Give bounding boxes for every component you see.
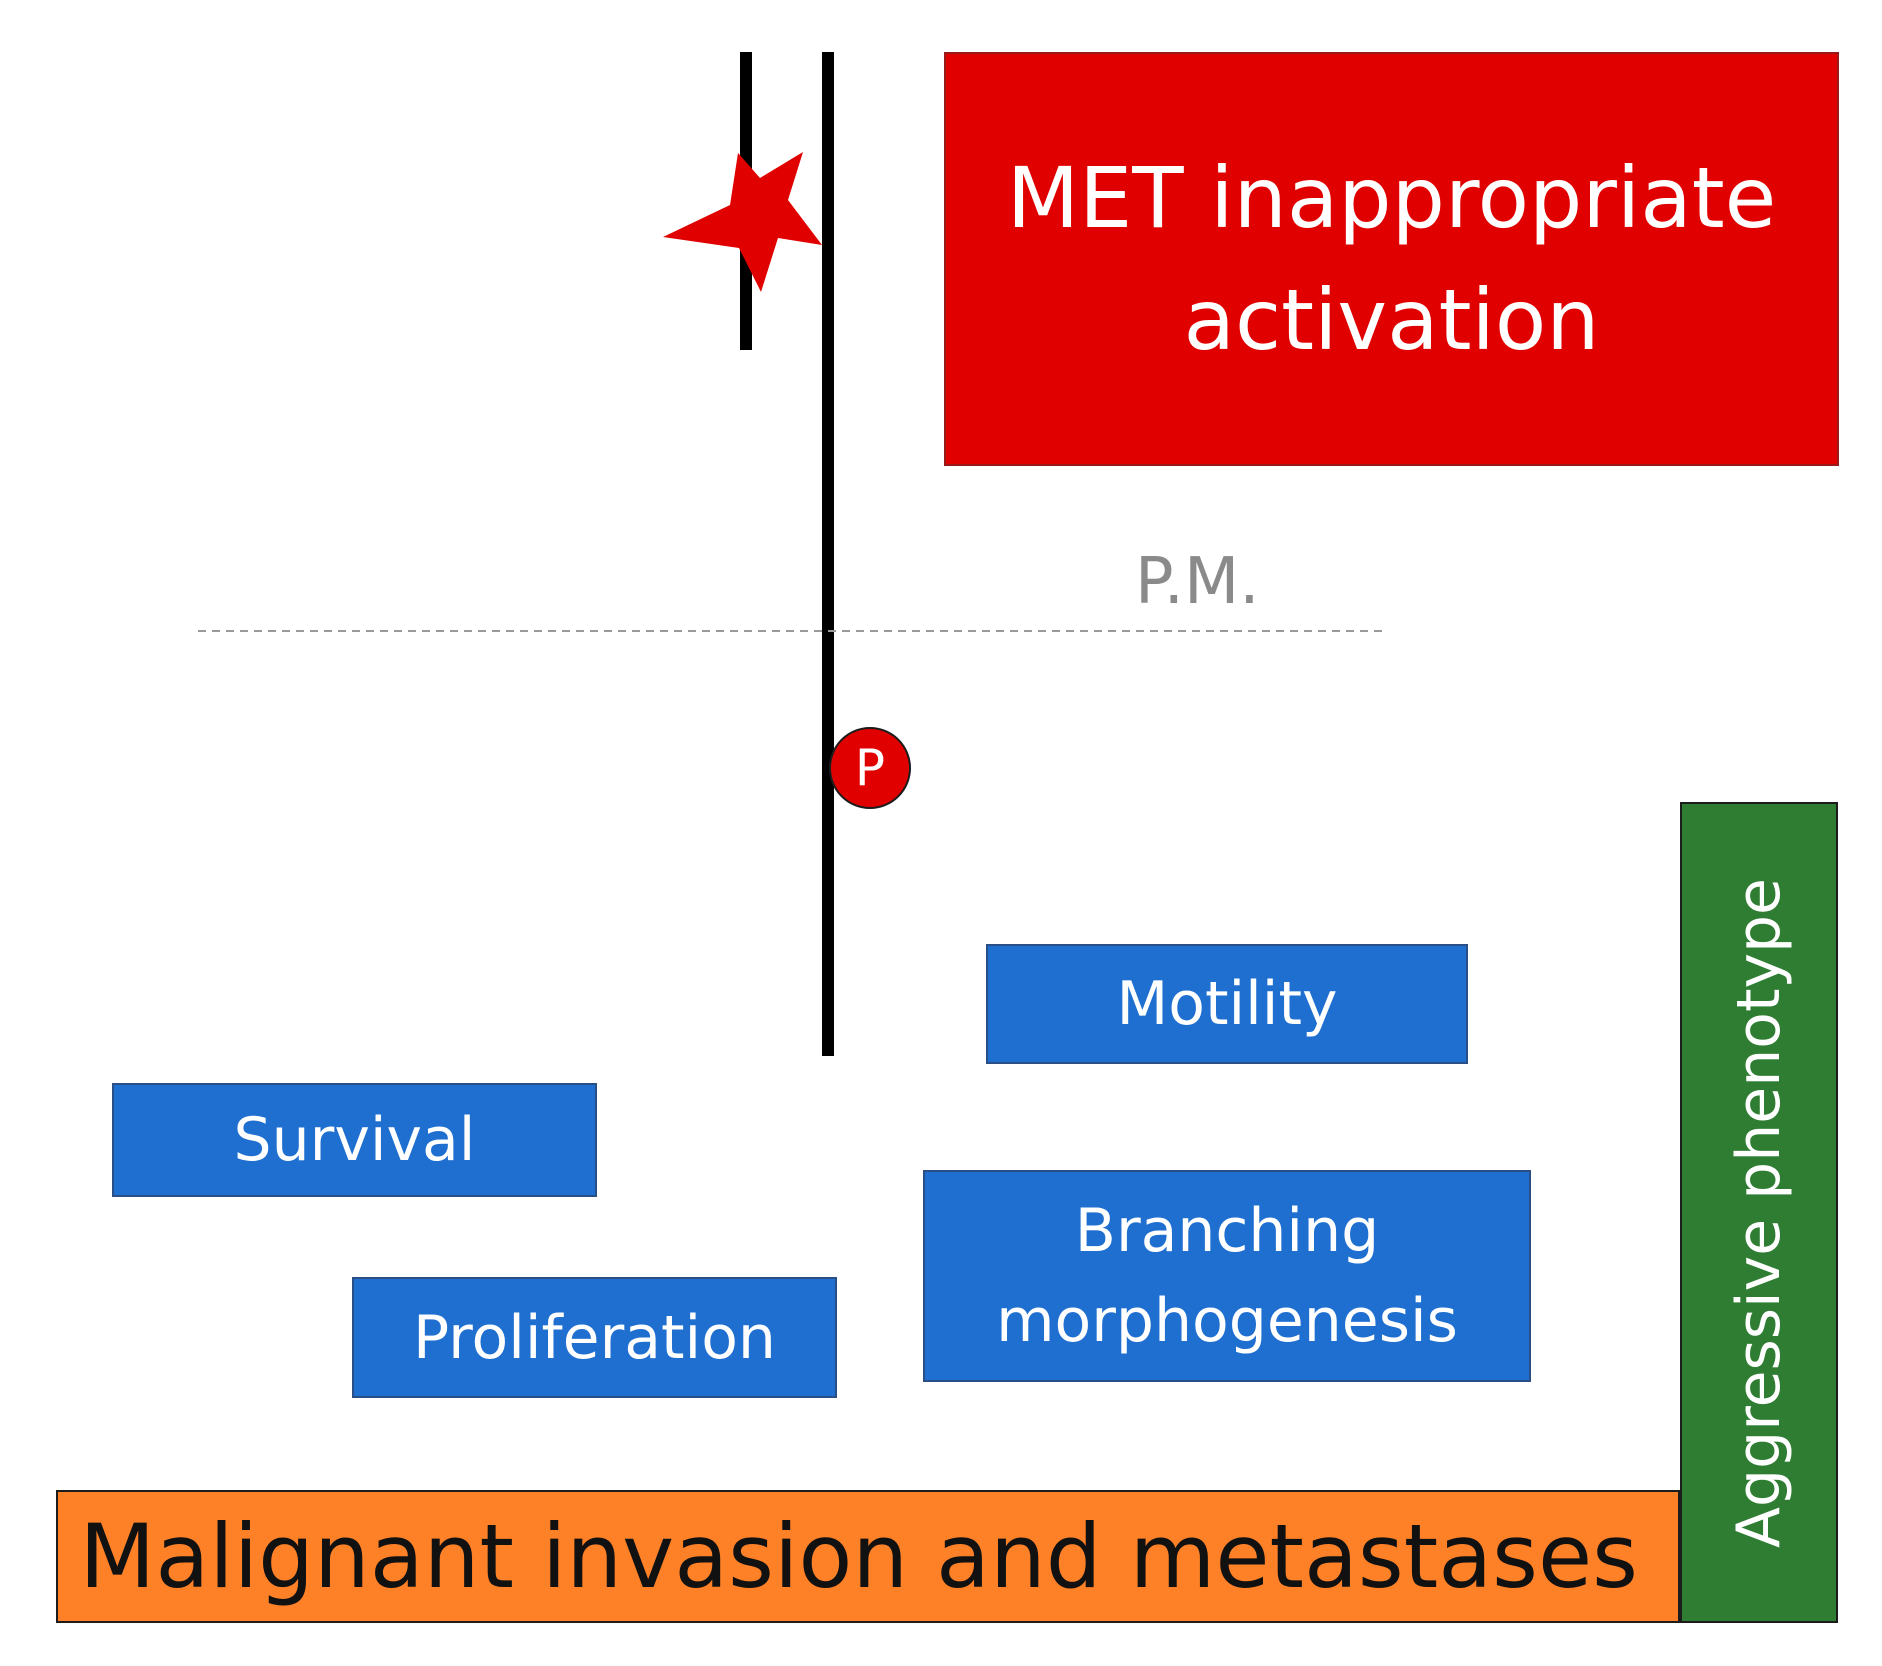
phosphorylation-label: P [854,739,886,797]
aggressive-phenotype-bar: Aggressive phenotype [1680,802,1838,1623]
branching-morphogenesis-box: Branching morphogenesis [923,1170,1531,1382]
plasma-membrane-label: P.M. [1135,545,1260,619]
aggressive-phenotype-label: Aggressive phenotype [1724,877,1794,1548]
mutation-star-icon [663,152,822,292]
proliferation-box: Proliferation [352,1277,837,1398]
malignant-invasion-bar: Malignant invasion and metastases [56,1490,1680,1623]
survival-box: Survival [112,1083,597,1197]
phosphorylation-circle [829,727,911,809]
met-activation-box: MET inappropriate activation [944,52,1839,466]
motility-box: Motility [986,944,1468,1064]
